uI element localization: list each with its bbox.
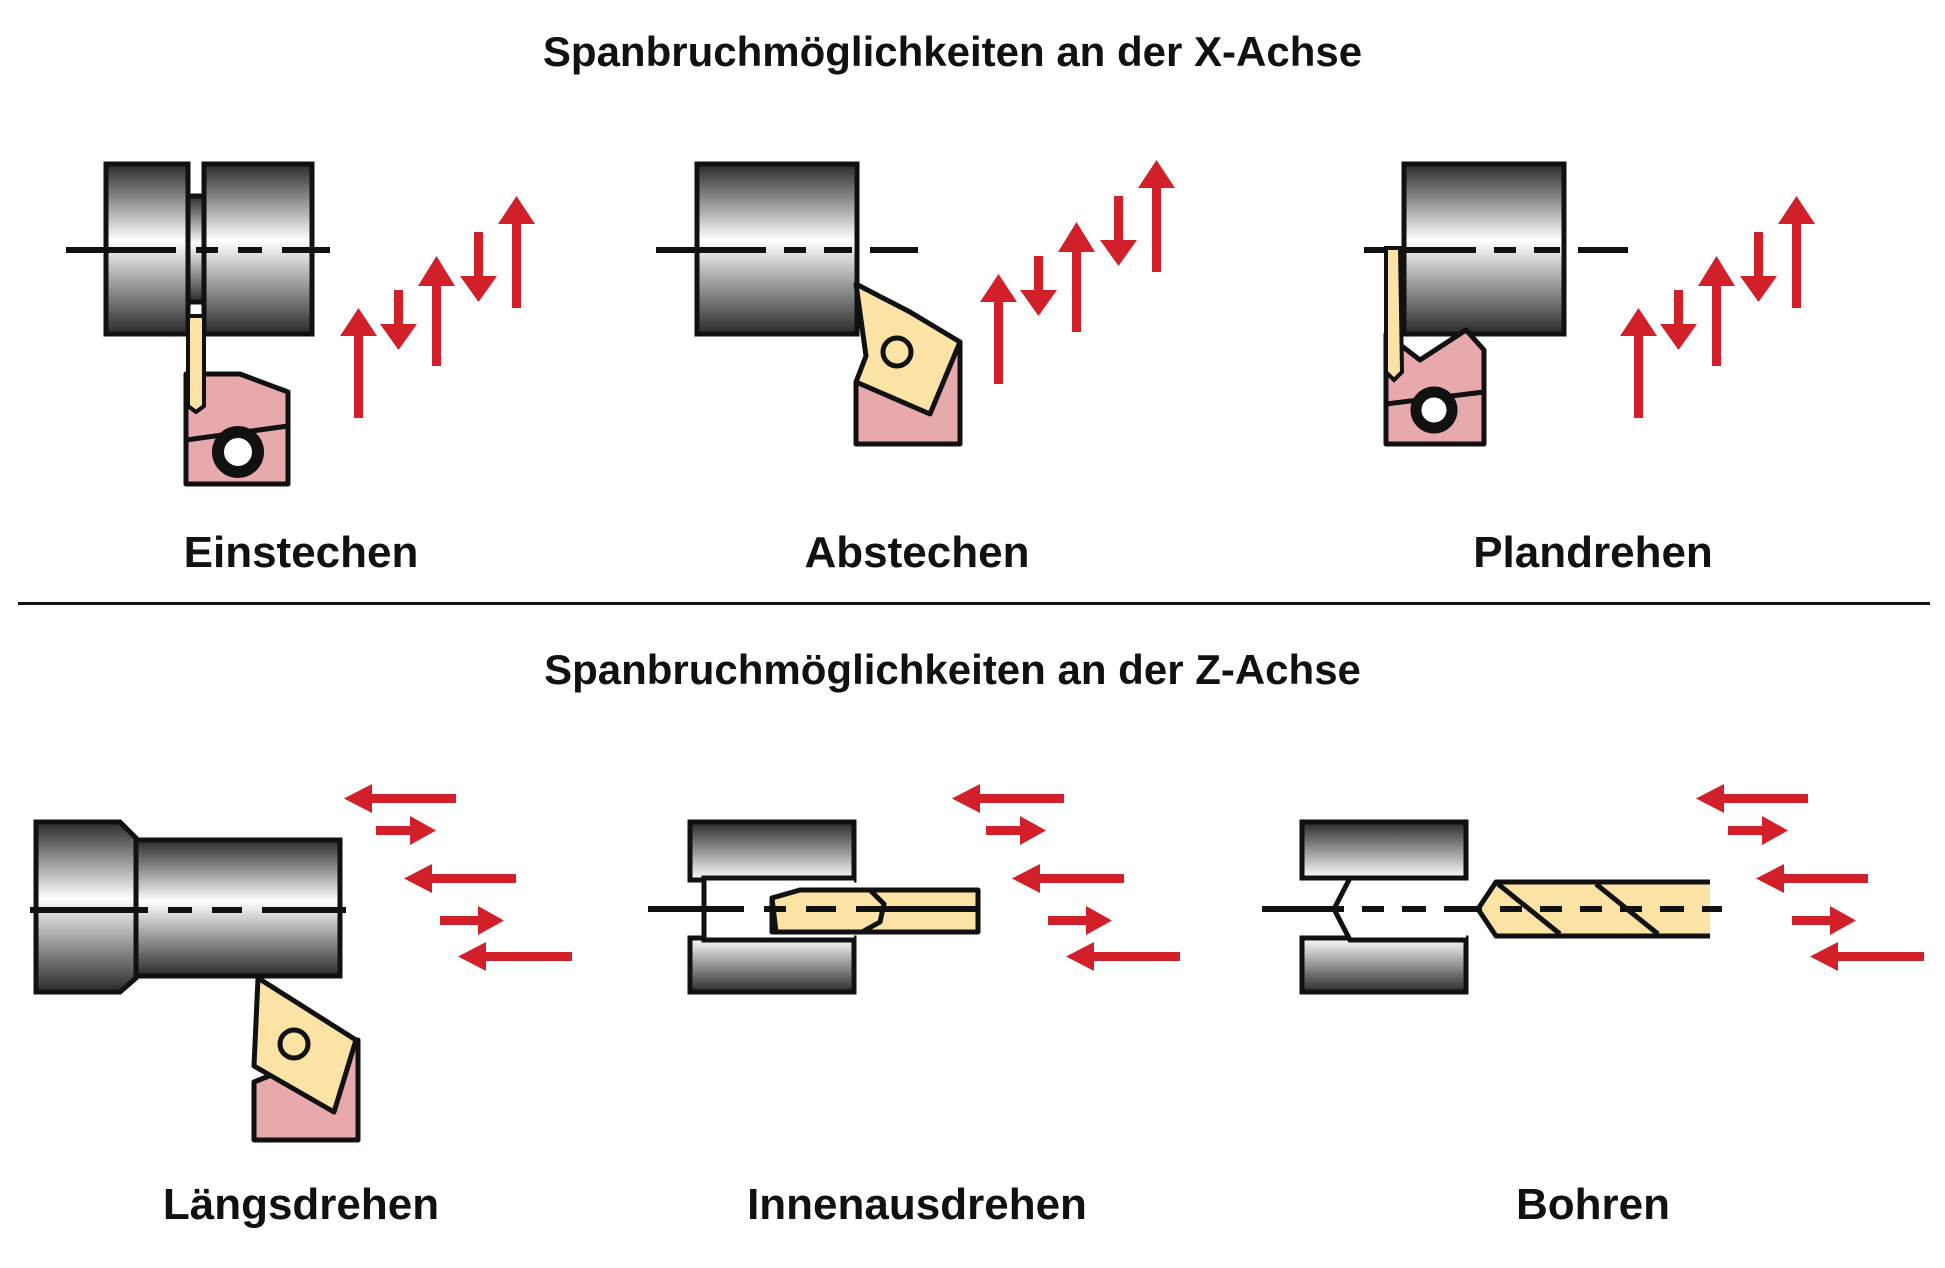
laengsdrehen-illustration [30,784,572,1143]
label-bohren: Bohren [1516,1180,1670,1229]
label-innenausdrehen: Innenausdrehen [747,1180,1087,1229]
insert-hole [277,1027,311,1061]
bohren-illustration [1262,784,1924,995]
x-chipbreak-arrows-1 [340,196,535,418]
z-axis-section-title: Spanbruchmöglichkeiten an der Z-Achse [544,646,1361,693]
x-chipbreak-arrows-2 [980,160,1175,384]
workpiece-top [1299,819,1469,881]
cutting-insert [251,975,359,1115]
workpiece-top [687,819,857,883]
label-plandrehen: Plandrehen [1473,528,1713,577]
drill-flute-1 [1496,882,1562,936]
insert-hole [880,335,914,369]
z-chipbreak-arrows-1 [344,784,572,971]
einstechen-illustration [66,161,535,487]
workpiece-bottom [687,935,857,995]
abstechen-illustration [656,160,1175,447]
plandrehen-illustration [1364,161,1815,447]
cutting-insert [853,281,963,417]
clamp-screw [1410,386,1458,434]
facing-insert [1384,246,1405,383]
grooving-insert [186,314,206,415]
x-axis-section-title: Spanbruchmöglichkeiten an der X-Achse [542,28,1363,75]
z-chipbreak-arrows-2 [952,784,1180,971]
section-divider [18,602,1930,605]
innenausdrehen-illustration [648,784,1180,995]
workpiece-bottom [1299,935,1469,995]
label-laengsdrehen: Längsdrehen [162,1180,440,1229]
clamp-screw [212,426,264,478]
label-einstechen: Einstechen [183,528,419,577]
label-abstechen: Abstechen [804,528,1030,577]
z-chipbreak-arrows-3 [1696,784,1924,971]
x-chipbreak-arrows-3 [1620,196,1815,418]
